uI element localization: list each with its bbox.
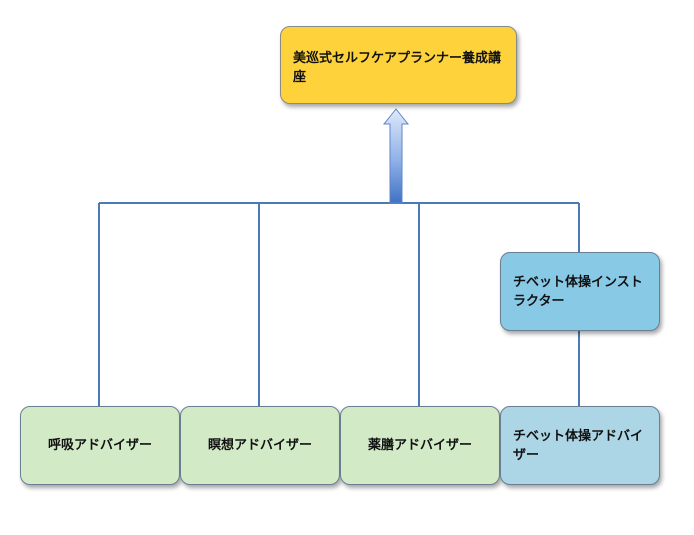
node-label: 美巡式セルフケアプランナー養成講座 [293,51,502,85]
node-label: 薬膳アドバイザー [367,438,472,453]
node-label: 瞑想アドバイザー [207,438,312,453]
node-label: チベット体操インストラクター [513,274,643,309]
node-tibet-exercise-instructor: チベット体操インストラクター [500,252,660,331]
up-arrow-icon [382,108,410,204]
node-meditation-advisor: 瞑想アドバイザー [180,406,340,485]
node-herbal-advisor: 薬膳アドバイザー [340,406,500,485]
node-label: チベット体操アドバイザー [513,428,644,463]
node-tibet-exercise-advisor: チベット体操アドバイザー [500,406,660,485]
node-self-care-planner-course: 美巡式セルフケアプランナー養成講座 [280,26,517,104]
node-label: 呼吸アドバイザー [47,438,152,453]
node-breath-advisor: 呼吸アドバイザー [20,406,180,485]
